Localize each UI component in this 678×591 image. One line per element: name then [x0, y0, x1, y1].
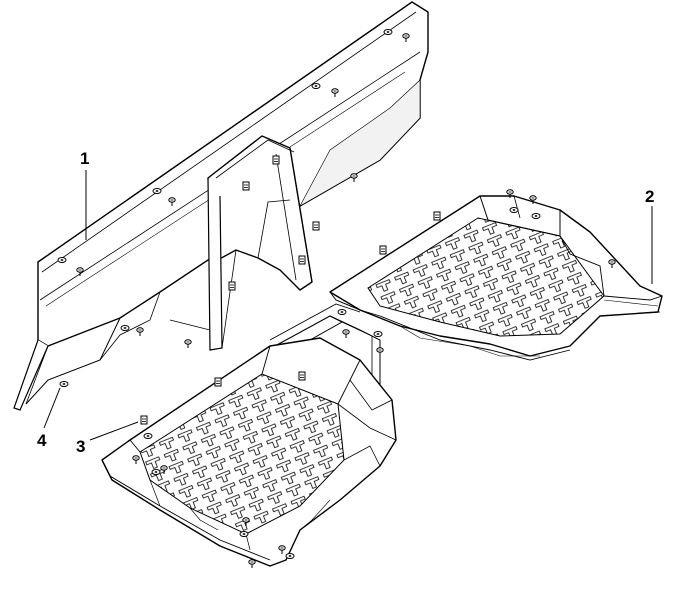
callout-3: 3	[76, 421, 139, 456]
callout-label-3: 3	[76, 437, 85, 456]
callout-1: 1	[80, 149, 89, 240]
callout-2: 2	[645, 187, 654, 284]
leader-line-4	[43, 387, 61, 429]
callout-4: 4	[37, 387, 61, 450]
leader-line-3	[89, 421, 139, 441]
callout-label-2: 2	[645, 187, 654, 206]
left-floor-tray-part	[101, 337, 397, 569]
right-floor-tray-part	[329, 189, 663, 361]
rear-panel-part	[13, 1, 429, 411]
callout-label-1: 1	[80, 149, 89, 168]
callout-label-4: 4	[37, 431, 47, 450]
